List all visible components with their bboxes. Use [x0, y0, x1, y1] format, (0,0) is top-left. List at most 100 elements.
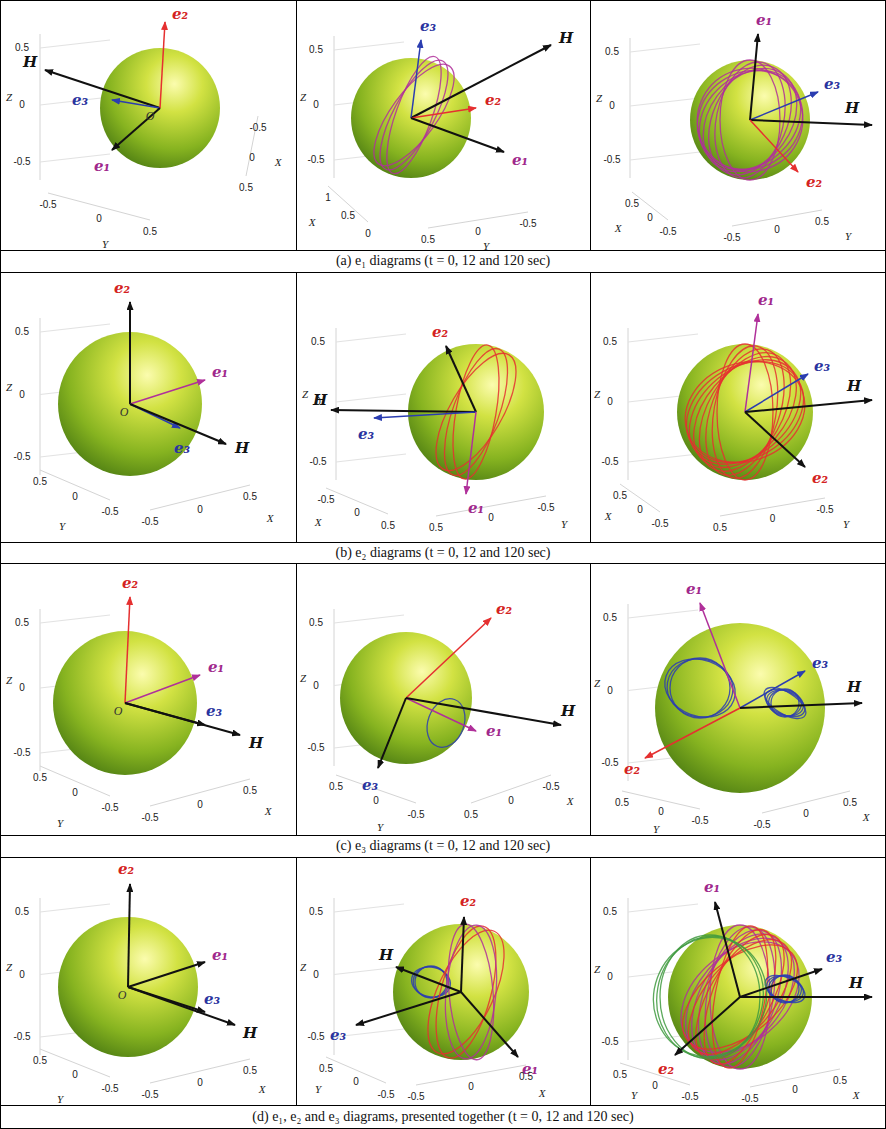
tick-label: -0.5 [141, 517, 158, 527]
grid-line [628, 898, 629, 1060]
vector-arrow [411, 40, 421, 118]
vector-arrow [125, 703, 240, 735]
tick-label: 0.5 [243, 1066, 257, 1076]
tick-label: -0.5 [307, 1032, 324, 1042]
trajectory-curve [412, 919, 519, 1064]
trajectory-curve [671, 345, 819, 479]
tick-label: -0.5 [249, 123, 266, 133]
panel-plot [326, 328, 546, 516]
axis-name: Z [300, 961, 306, 972]
tick-label: 0.5 [15, 327, 29, 337]
grid-line [40, 609, 41, 771]
grid-line [336, 454, 406, 462]
vector-arrow [160, 22, 165, 108]
panel-plot [334, 609, 561, 803]
tick-label: -0.5 [691, 816, 708, 826]
tick-label: 0.5 [15, 43, 29, 53]
tick-label: 0 [647, 213, 653, 223]
trajectory-curve [679, 50, 820, 190]
vector-arrow [406, 698, 476, 731]
tick-label: 0.5 [33, 1056, 47, 1066]
axis-name: Y [57, 1094, 63, 1105]
frame-line [0, 563, 886, 564]
tick-label: 0 [315, 397, 321, 407]
vector-label: e₃ [358, 427, 374, 442]
tick-label: 0.5 [713, 523, 727, 533]
vector-arrow [411, 118, 504, 152]
trajectory-curve [424, 920, 507, 1064]
axis-name: X [267, 513, 274, 524]
trajectory-curve [669, 339, 821, 486]
grid-line [628, 604, 629, 781]
vector-arrow [745, 412, 805, 467]
grid-line [334, 42, 404, 50]
tick-label: 0.5 [15, 907, 29, 917]
axis-name: X [567, 796, 574, 807]
tick-label: 0.5 [311, 337, 325, 347]
axis-name: Y [315, 1084, 321, 1095]
origin-label: O [146, 110, 155, 122]
frame-line [0, 857, 886, 858]
vector-arrow [461, 992, 518, 1057]
vector-label: H [243, 1026, 257, 1041]
tick-label: 0 [249, 153, 255, 163]
tick-label: 0.5 [341, 211, 355, 221]
vector-arrow [129, 302, 131, 404]
tick-label: 0.5 [464, 810, 478, 820]
grid-line [334, 967, 404, 975]
vector-arrow [331, 410, 476, 412]
trajectory-curve [679, 51, 821, 188]
tick-label: 0.5 [843, 798, 857, 808]
axis-name: X [853, 1090, 860, 1101]
tick-label: 0 [468, 1082, 474, 1092]
vector-arrow [406, 698, 561, 725]
trajectory-curve [759, 681, 810, 724]
tick-label: 0.5 [309, 45, 323, 55]
row-caption: (b) e₂ diagrams (t = 0, 12 and 120 sec) [0, 546, 886, 560]
axis-name: X [615, 223, 622, 234]
tick-label: 0.5 [519, 1072, 533, 1082]
vector-label: H [561, 704, 575, 719]
unit-sphere [677, 344, 813, 480]
frame-line [0, 542, 886, 543]
tick-label: -0.5 [101, 1084, 118, 1094]
vector-arrow [112, 100, 160, 108]
vector-label: e₁ [704, 880, 720, 895]
tick-label: 0.5 [605, 47, 619, 57]
tick-label: 0.5 [381, 521, 395, 531]
tick-label: 0 [607, 397, 613, 407]
tick-label: -0.5 [141, 1090, 158, 1100]
tick-label: 0.5 [33, 477, 47, 487]
vector-label: e₂ [624, 762, 640, 777]
tick-label: -0.5 [659, 227, 676, 237]
tick-label: -0.5 [681, 1092, 698, 1102]
vector-arrow [406, 618, 491, 698]
tick-label: 0 [658, 807, 664, 817]
trajectory-curve [673, 337, 817, 486]
tick-label: -0.5 [407, 810, 424, 820]
tick-label: 0 [652, 1081, 658, 1091]
vector-label: H [559, 31, 573, 46]
grid-line [628, 328, 629, 480]
grid-line [40, 898, 41, 1055]
frame-line [0, 272, 886, 273]
vector-arrow [645, 708, 740, 758]
vector-label: e₂ [172, 7, 188, 22]
frame-line [590, 272, 591, 542]
tick-label: -0.5 [101, 507, 118, 517]
tick-label: 0 [488, 513, 494, 523]
vector-label: e₂ [122, 576, 138, 591]
grid-line [334, 904, 404, 912]
tick-label: 0 [365, 229, 371, 239]
vector-arrow [45, 70, 160, 108]
tick-label: -0.5 [651, 519, 668, 529]
vector-label: e₃ [362, 778, 378, 793]
tick-label: 0.5 [833, 1076, 847, 1086]
tick-label: -0.5 [307, 743, 324, 753]
panel-plot [40, 884, 250, 1083]
tick-label: 0.5 [239, 183, 253, 193]
vector-arrow [750, 34, 758, 120]
tick-label: 0 [803, 809, 809, 819]
axis-name: X [605, 511, 612, 522]
